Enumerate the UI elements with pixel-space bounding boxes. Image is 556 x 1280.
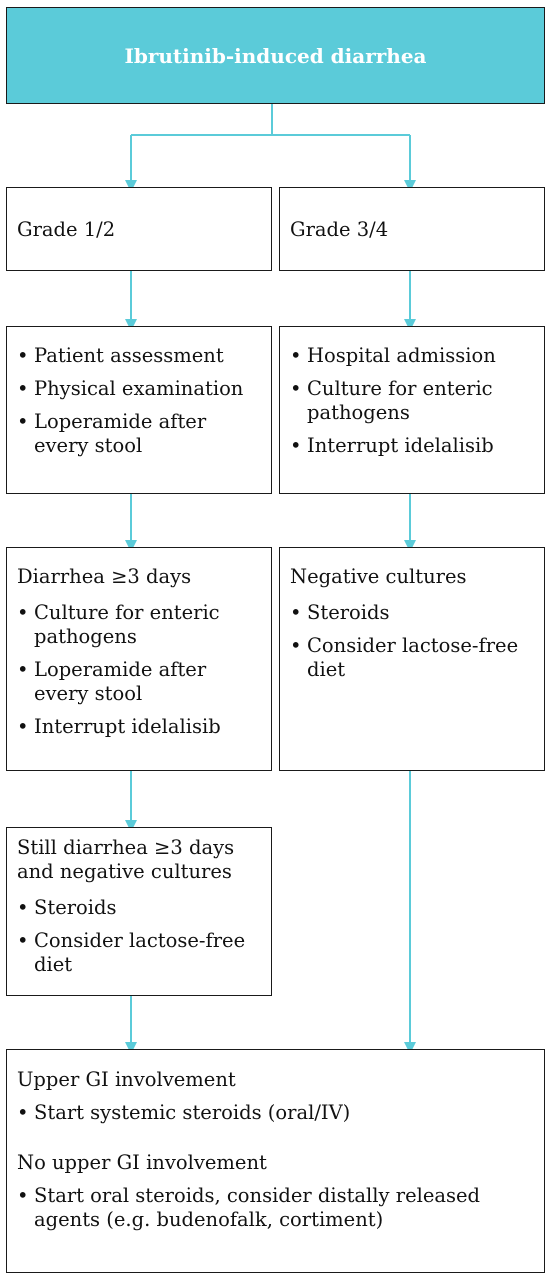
list-item: Interrupt idelalisib	[290, 434, 534, 458]
connector-title-split	[131, 104, 410, 136]
title-box: Ibrutinib-induced diarrhea	[6, 7, 545, 104]
list-item: Loperamide after every stool	[17, 410, 261, 458]
right-step1-list: Hospital admission Culture for enteric p…	[290, 344, 534, 458]
list-item: Culture for enteric pathogens	[17, 601, 261, 649]
list-item: Hospital admission	[290, 344, 534, 368]
left-step3-heading: Still diarrhea ≥3 days and negative cult…	[17, 836, 235, 883]
left-step3-box: Still diarrhea ≥3 days and negative cult…	[6, 827, 272, 996]
list-item: Start systemic steroids (oral/IV)	[17, 1101, 534, 1125]
list-item: Steroids	[290, 601, 534, 625]
left-step2-list: Culture for enteric pathogens Loperamide…	[17, 601, 261, 739]
upper-gi-list: Start systemic steroids (oral/IV)	[17, 1101, 534, 1125]
grade34-box: Grade 3/4	[279, 187, 545, 271]
no-upper-gi-heading: No upper GI involvement	[17, 1151, 267, 1174]
list-item: Loperamide after every stool	[17, 658, 261, 706]
left-step1-box: Patient assessment Physical examination …	[6, 326, 272, 494]
list-item: Patient assessment	[17, 344, 261, 368]
list-item: Consider lactose-free diet	[17, 929, 261, 977]
left-step2-heading: Diarrhea ≥3 days	[17, 565, 192, 588]
right-step2-box: Negative cultures Steroids Consider lact…	[279, 547, 545, 771]
grade34-label: Grade 3/4	[290, 218, 389, 241]
list-item: Interrupt idelalisib	[17, 715, 261, 739]
left-step3-list: Steroids Consider lactose-free diet	[17, 896, 261, 977]
upper-gi-heading: Upper GI involvement	[17, 1068, 236, 1091]
right-step2-heading: Negative cultures	[290, 565, 467, 588]
right-step1-box: Hospital admission Culture for enteric p…	[279, 326, 545, 494]
diagram-title: Ibrutinib-induced diarrhea	[124, 43, 427, 68]
list-item: Consider lactose-free diet	[290, 634, 534, 682]
list-item: Physical examination	[17, 377, 261, 401]
grade12-label: Grade 1/2	[17, 218, 116, 241]
list-item: Steroids	[17, 896, 261, 920]
right-step2-list: Steroids Consider lactose-free diet	[290, 601, 534, 682]
list-item: Start oral steroids, consider distally r…	[17, 1184, 534, 1232]
list-item: Culture for enteric pathogens	[290, 377, 534, 425]
grade12-box: Grade 1/2	[6, 187, 272, 271]
bottom-box: Upper GI involvement Start systemic ster…	[6, 1049, 545, 1273]
no-upper-gi-list: Start oral steroids, consider distally r…	[17, 1184, 534, 1232]
left-step1-list: Patient assessment Physical examination …	[17, 344, 261, 458]
left-step2-box: Diarrhea ≥3 days Culture for enteric pat…	[6, 547, 272, 771]
